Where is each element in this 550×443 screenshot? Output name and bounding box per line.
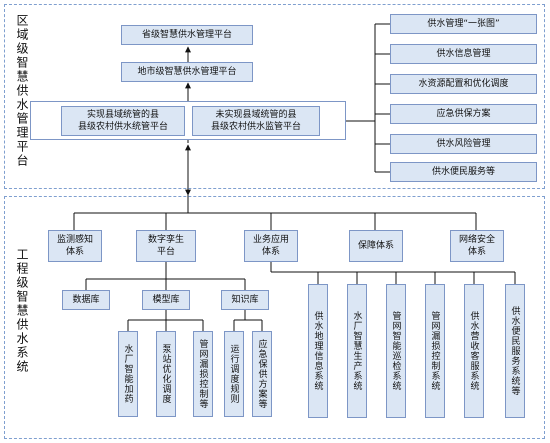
non-unified-county-platform: 未实现县域统管的县 县级农村供水监管平台	[192, 106, 320, 136]
regional-level-region	[4, 4, 545, 189]
model-library-label: 模型库	[152, 295, 180, 305]
database-label: 数据库	[72, 295, 100, 305]
business-item: 供水营收客服系统	[464, 284, 484, 418]
engineering-level-label: 工程级智慧供水系统	[15, 248, 29, 374]
business-item: 供水地理信息系统	[308, 284, 328, 418]
provincial-platform: 省级智慧供水管理平台	[121, 25, 253, 45]
function-label: 水资源配置和优化调度	[418, 79, 509, 89]
function-label: 供水信息管理	[436, 49, 491, 59]
monitoring-system-label: 监测感知 体系	[56, 235, 93, 257]
assurance-system: 保障体系	[349, 230, 403, 262]
function-item: 供水便民服务等	[390, 162, 537, 182]
digital-twin-platform-label: 数字孪生 平台	[147, 235, 184, 257]
city-platform-label: 地市级智慧供水管理平台	[137, 67, 237, 77]
model-library: 模型库	[142, 290, 190, 310]
city-platform: 地市级智慧供水管理平台	[121, 62, 253, 82]
function-item: 水资源配置和优化调度	[390, 74, 537, 94]
digital-twin-platform: 数字孪生 平台	[136, 230, 196, 262]
knowledge-library-label: 知识库	[231, 295, 259, 305]
function-label: 供水风险管理	[436, 139, 491, 149]
network-security-system: 网络安全 体系	[450, 230, 504, 262]
unified-county-platform-label: 实现县域统管的县 县级农村供水统管平台	[77, 110, 168, 132]
business-item: 供水便民服务系统等	[505, 284, 525, 418]
function-item: 供水风险管理	[390, 134, 537, 154]
provincial-platform-label: 省级智慧供水管理平台	[141, 30, 232, 40]
network-security-system-label: 网络安全 体系	[458, 235, 495, 257]
regional-level-label: 区域级智慧供水管理平台	[15, 14, 29, 168]
engineering-level-region	[4, 196, 545, 439]
knowledge-library: 知识库	[221, 290, 269, 310]
business-item: 水厂智慧生产系统	[347, 284, 367, 418]
assurance-system-label: 保障体系	[357, 241, 394, 251]
function-item: 供水信息管理	[390, 44, 537, 64]
business-application-system: 业务应用 体系	[244, 230, 298, 262]
function-item: 供水管理“一张图”	[390, 14, 537, 34]
model-item: 泵站优化调度	[156, 331, 176, 417]
function-item: 应急供保方案	[390, 104, 537, 124]
function-label: 应急供保方案	[436, 109, 491, 119]
business-item: 管网智能巡检系统	[386, 284, 406, 418]
business-application-system-label: 业务应用 体系	[252, 235, 289, 257]
non-unified-county-platform-label: 未实现县域统管的县 县级农村供水监管平台	[210, 110, 301, 132]
database: 数据库	[62, 290, 110, 310]
unified-county-platform: 实现县域统管的县 县级农村供水统管平台	[61, 106, 185, 136]
function-label: 供水便民服务等	[431, 167, 495, 177]
function-label: 供水管理“一张图”	[427, 19, 500, 29]
knowledge-item: 应急保供方案等	[252, 331, 272, 417]
monitoring-system: 监测感知 体系	[48, 230, 102, 262]
model-item: 管网漏损控制等	[193, 331, 213, 417]
knowledge-item: 运行调度规则	[224, 331, 244, 417]
model-item: 水厂智能加药	[118, 331, 138, 417]
business-item: 管网漏损控制系统	[425, 284, 445, 418]
